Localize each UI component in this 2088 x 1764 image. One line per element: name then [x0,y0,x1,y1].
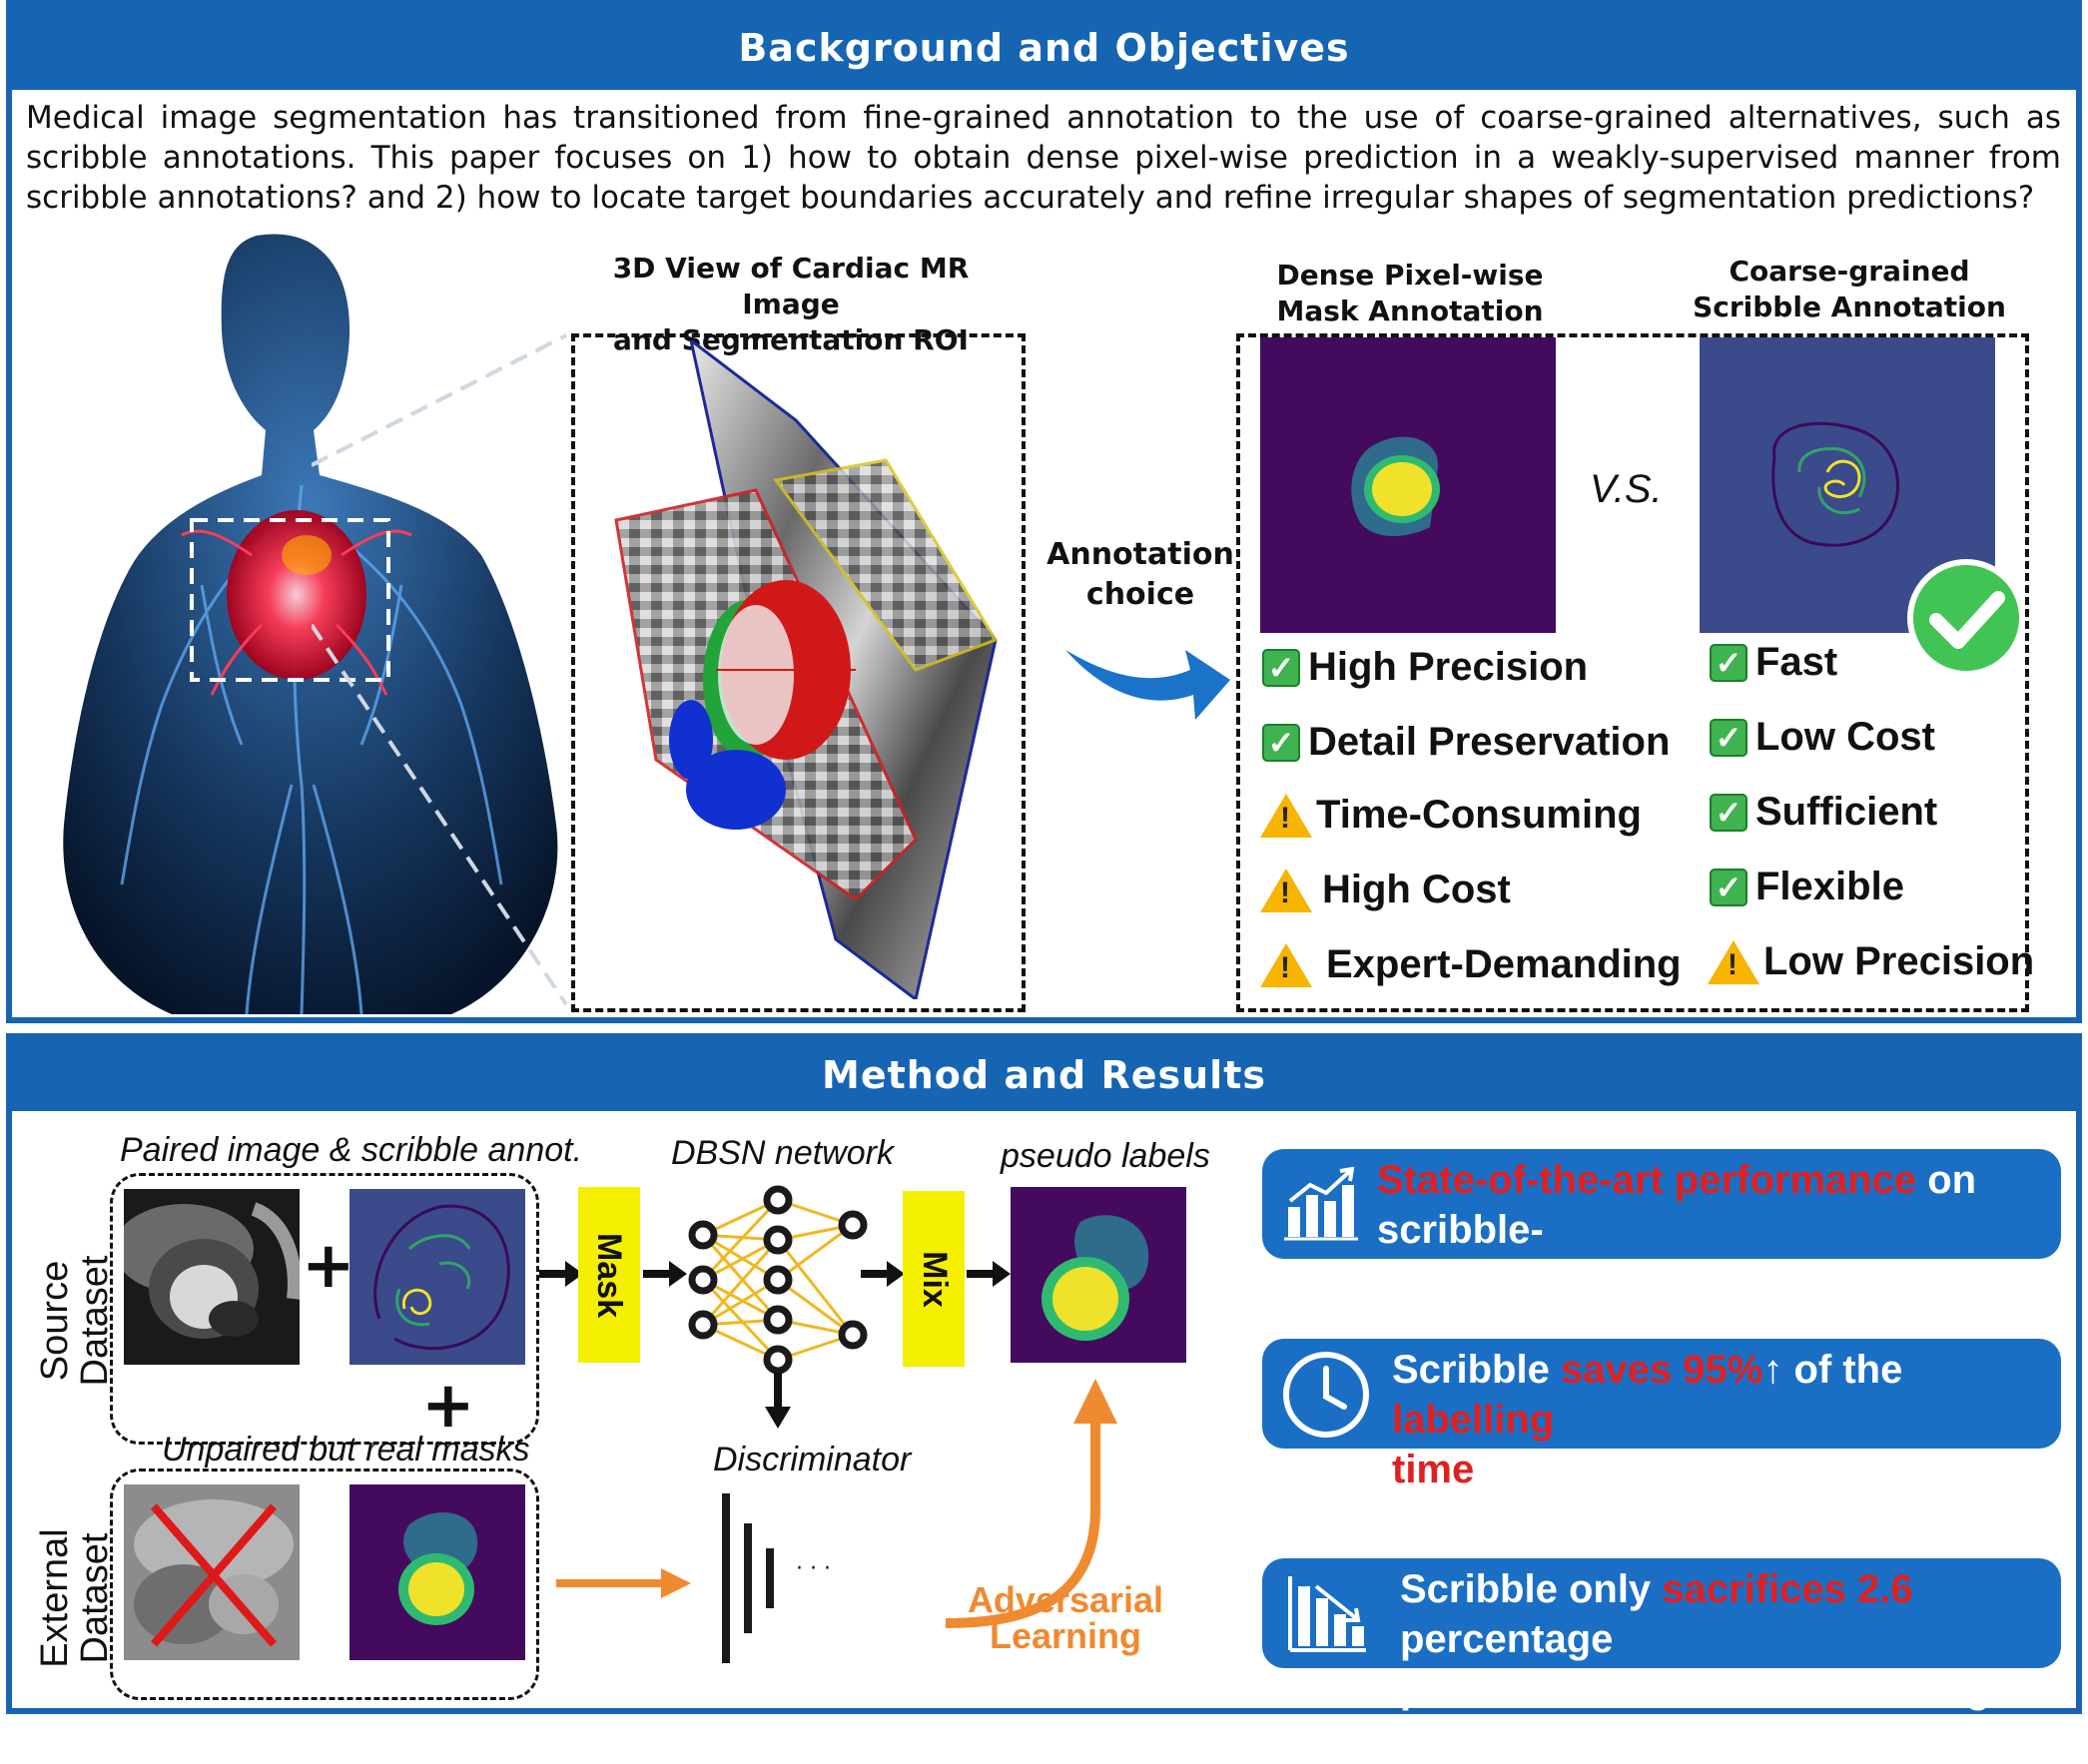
paired-label: Paired image & scribble annot. [120,1131,583,1169]
cardiac-mr-3d-view [614,340,999,999]
scribble-item-low-precision: ! Low Precision [1708,939,2034,984]
scribble-item-low-cost: ✓ Low Cost [1710,715,1935,760]
result-sota-line-1: State-of-the-art performance on scribble… [1377,1158,1977,1252]
checkbox-checked-icon: ✓ [1710,868,1747,906]
plus-sign-2: + [421,1369,475,1443]
annotation-choice-label: Annotation choice [1046,537,1234,612]
mix-box: Mix [903,1191,965,1367]
result-time-line-2: time compared to mask annotation [1392,1448,2054,1491]
external-mask-image [349,1484,525,1660]
dense-item-high-cost: ! High Cost [1260,868,1511,912]
unpaired-label: Unpaired but real masks [162,1431,530,1469]
pseudo-label-image [1011,1187,1186,1363]
scribble-item-fast: ✓ Fast [1710,640,1837,685]
scribble-item-sufficient: ✓ Sufficient [1710,790,1937,835]
dense-item-detail-preservation: ✓ Detail Preservation [1262,720,1670,765]
result-dice-text: Scribble only sacrifices 2.6 percentage … [1400,1564,2061,1764]
intro-text: Medical image segmentation has transitio… [26,100,2061,216]
dense-caption: Dense Pixel-wise Mask Annotation [1276,259,1544,327]
result-time-text: Scribble saves 95%↑ of the labelling tim… [1392,1345,2061,1494]
network-label: DBSN network [671,1134,894,1172]
result-time-line-1: Scribble saves 95%↑ of the labelling [1392,1348,1903,1442]
dense-item-expert-demanding: ! Expert-Demanding [1260,942,1682,987]
external-dataset-label: External Dataset [34,1528,116,1668]
result-dice-line-2: points of Dice for less labelling time [1400,1667,1991,1761]
source-dataset-bracket [110,1173,539,1445]
arrow-to-mask [539,1261,583,1287]
discriminator-label: Discriminator [713,1441,912,1478]
arrow-external-to-discriminator [556,1568,691,1598]
checkbox-checked-icon: ✓ [1262,723,1300,762]
zoom-guide-lines [312,333,568,1006]
plus-sign: + [302,1229,355,1303]
result-card-sota: State-of-the-art performance on scribble… [1262,1149,2061,1352]
adversarial-feedback-arrow [946,1379,1117,1628]
checkbox-checked-icon: ✓ [1710,718,1747,757]
discriminator-bars [722,1493,774,1663]
comparison-frame [1236,333,2029,1012]
dense-item-high-precision: ✓ High Precision [1262,645,1588,690]
checkbox-checked-icon: ✓ [1710,643,1747,682]
result-dice-line-1: Scribble only sacrifices 2.6 percentage [1400,1567,1913,1661]
source-scribble-image [349,1189,525,1365]
result-card-time-saving: Scribble saves 95%↑ of the labelling tim… [1262,1339,2061,1491]
scribble-caption: Coarse-grained Scribble Annotation [1693,255,2006,323]
external-mr-image-crossed [124,1484,300,1660]
scribble-checkmark-icon [1907,559,2025,677]
checkbox-checked-icon: ✓ [1262,648,1300,687]
bar-chart-up-icon [1284,1167,1358,1241]
scribble-item-flexible: ✓ Flexible [1710,865,1904,909]
dense-item-time-consuming: ! Time-Consuming [1260,793,1642,838]
mask-box: Mask [578,1187,640,1363]
human-body-illustration [63,234,558,1014]
view3d-caption: 3D View of Cardiac MR Image and Segmenta… [612,252,970,356]
clock-icon [1283,1352,1369,1438]
warning-icon: ! [1260,868,1312,912]
method-header: Method and Results [12,1039,2076,1111]
warning-icon: ! [1260,942,1312,987]
warning-icon: ! [1708,939,1759,984]
source-mr-image [124,1189,300,1365]
warning-icon: ! [1260,793,1312,838]
bar-chart-down-icon [1288,1576,1366,1652]
annotation-choice-arrow [1065,650,1230,720]
arrow-to-discriminator [765,1373,791,1429]
method-panel: Method and Results Paired image & scribb… [6,1033,2082,1761]
source-dataset-label: Source Dataset [34,1255,116,1387]
dbsn-network-graph [688,1185,868,1375]
result-sota-text: State-of-the-art performance on scribble… [1377,1155,2061,1355]
result-sota-line-2: supervised cardiac MRI segmentation [1377,1258,1823,1352]
external-dataset-bracket [110,1469,539,1700]
checkbox-checked-icon: ✓ [1710,793,1747,832]
dense-mask-image [1260,337,1556,633]
background-panel: Background and Objectives Medical image … [6,0,2082,1023]
view3d-frame [571,333,1026,1012]
result-card-dice: Scribble only sacrifices 2.6 percentage … [1262,1558,2061,1761]
pseudo-labels-label: pseudo labels [1001,1137,1210,1175]
adversarial-learning-label: Adversarial Learning [967,1579,1164,1656]
ellipsis-text: · · · [796,1556,831,1581]
arrow-to-pseudo-labels [967,1261,1011,1287]
arrow-to-network [643,1261,687,1287]
arrow-to-mix [861,1261,905,1287]
vs-label: V.S. [1590,467,1663,511]
background-header: Background and Objectives [12,6,2076,90]
